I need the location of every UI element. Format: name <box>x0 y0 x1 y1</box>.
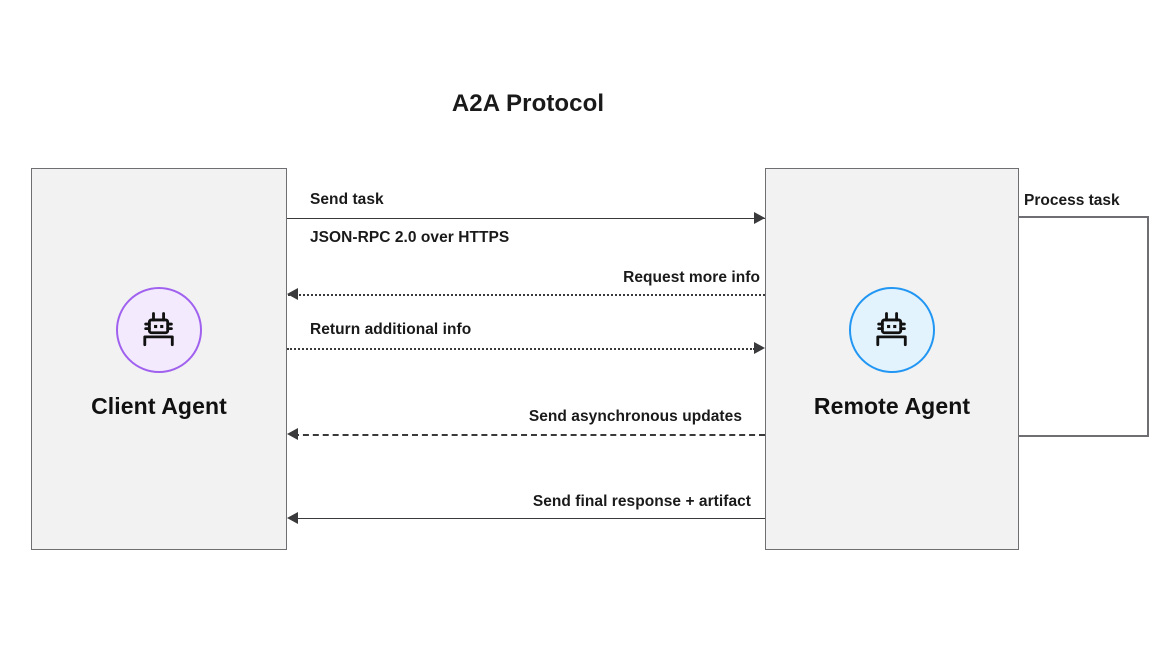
remote-agent-content: Remote Agent <box>766 287 1018 420</box>
message-sublabel-send-task-protocol: JSON-RPC 2.0 over HTTPS <box>310 229 510 246</box>
robot-icon <box>143 312 174 347</box>
self-loop-right-segment-process-task <box>1147 216 1149 436</box>
self-loop-label-process-task: Process task <box>1024 192 1120 209</box>
message-label-request-more-info: Request more info <box>623 269 760 286</box>
client-agent-label: Client Agent <box>91 393 227 419</box>
arrow-head-request-more-info <box>287 287 298 300</box>
message-line-return-additional-info <box>287 348 755 350</box>
robot-icon <box>876 312 907 347</box>
arrow-head-return-additional-info <box>754 341 765 354</box>
message-line-send-final-response <box>293 518 765 519</box>
self-loop-bottom-segment-process-task <box>1019 435 1149 437</box>
message-line-send-asynchronous-updates <box>293 434 765 436</box>
self-loop-top-segment-process-task <box>1019 216 1149 218</box>
page-title: A2A Protocol <box>451 90 605 117</box>
message-line-send-task <box>287 218 765 219</box>
message-label-return-additional-info: Return additional info <box>310 321 472 338</box>
remote-agent-avatar <box>849 287 935 373</box>
arrow-head-send-task <box>754 211 765 224</box>
arrow-head-send-final-response <box>287 511 298 524</box>
message-label-send-asynchronous-updates: Send asynchronous updates <box>528 408 742 425</box>
participant-box-client-agent[interactable]: Client Agent <box>31 168 287 550</box>
message-line-request-more-info <box>288 294 765 296</box>
participant-box-remote-agent[interactable]: Remote Agent <box>765 168 1019 550</box>
message-label-send-final-response: Send final response + artifact <box>532 493 751 510</box>
arrow-head-send-asynchronous-updates <box>287 427 298 440</box>
client-agent-content: Client Agent <box>32 287 286 420</box>
remote-agent-label: Remote Agent <box>813 393 971 419</box>
client-agent-avatar <box>116 287 202 373</box>
message-label-send-task: Send task <box>310 191 384 208</box>
